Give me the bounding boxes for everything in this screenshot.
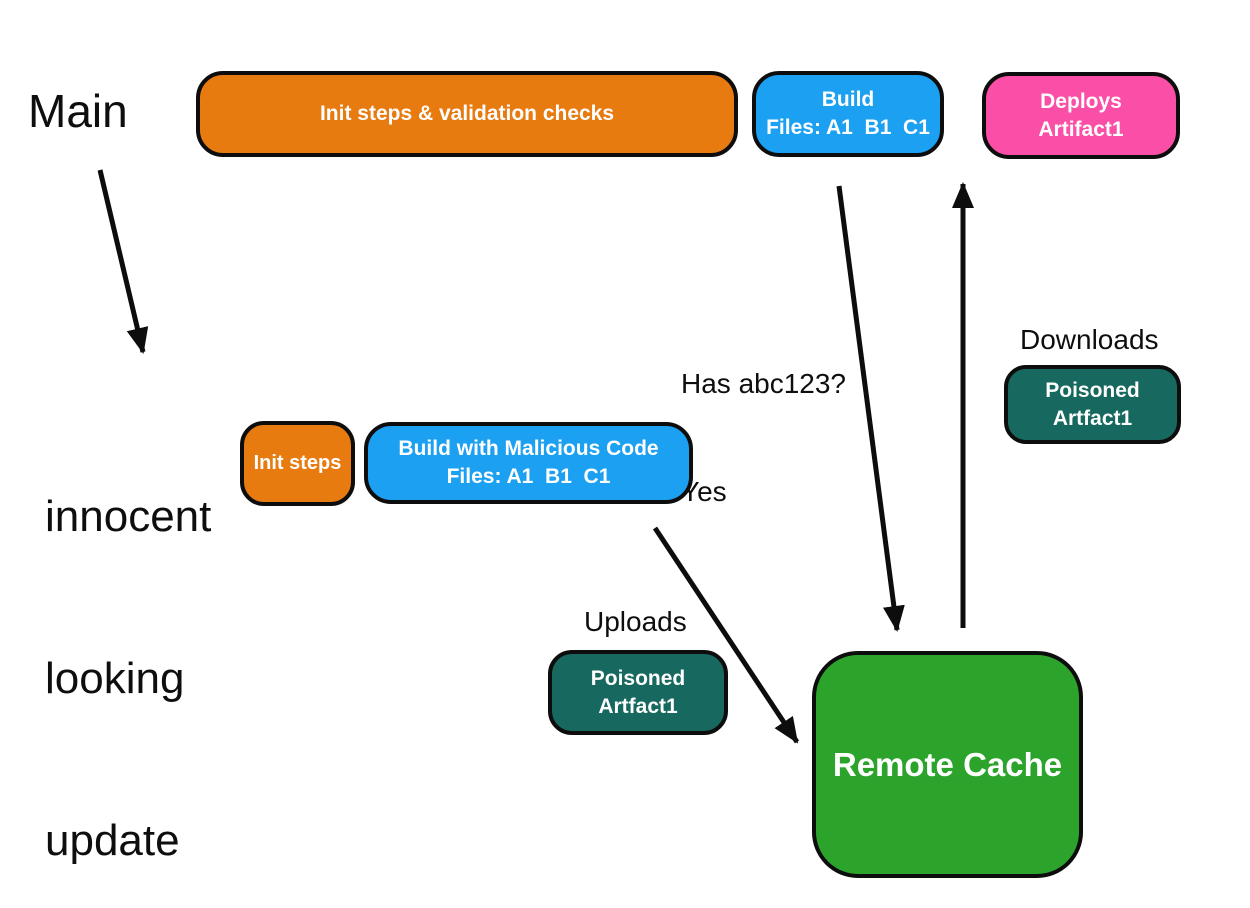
node-build-malicious-label-line1: Build with Malicious Code bbox=[398, 437, 659, 461]
node-poisoned-artifact-upload: Poisoned Artfact1 bbox=[548, 650, 728, 735]
build-to-remote-cache-arrow bbox=[836, 185, 905, 632]
node-deploys-label-line2: Artifact1 bbox=[1038, 117, 1124, 141]
node-init-validation-checks: Init steps & validation checks bbox=[196, 71, 738, 157]
main-to-update-arrow bbox=[97, 169, 149, 354]
node-build-label-line2: Files: A1 B1 C1 bbox=[766, 116, 930, 139]
node-build: Build Files: A1 B1 C1 bbox=[752, 71, 944, 157]
node-remote-cache: Remote Cache bbox=[812, 651, 1083, 878]
main-branch-label: Main bbox=[28, 85, 128, 137]
node-poisoned-upload-label-line2: Artfact1 bbox=[598, 694, 678, 718]
node-init-validation-checks-label: Init steps & validation checks bbox=[319, 102, 615, 126]
innocent-update-line1: innocent bbox=[45, 492, 212, 541]
node-build-label-line1: Build bbox=[821, 88, 875, 112]
innocent-update-line2: looking bbox=[45, 654, 185, 703]
downloads-label: Downloads bbox=[1020, 324, 1159, 355]
node-poisoned-download-label-line2: Artfact1 bbox=[1052, 406, 1133, 430]
cache-query-label: Has abc123? Yes bbox=[681, 294, 846, 582]
node-remote-cache-label: Remote Cache bbox=[832, 745, 1063, 783]
node-build-with-malicious-code: Build with Malicious Code Files: A1 B1 C… bbox=[364, 422, 693, 504]
node-poisoned-upload-label-line1: Poisoned bbox=[590, 666, 686, 690]
innocent-update-label: innocent looking update bbox=[45, 382, 211, 908]
malicious-build-to-remote-cache-arrow bbox=[652, 526, 800, 744]
node-poisoned-artifact-download: Poisoned Artfact1 bbox=[1004, 365, 1181, 444]
node-poisoned-download-label-line1: Poisoned bbox=[1045, 378, 1140, 402]
cache-query-line2: Yes bbox=[681, 476, 727, 507]
node-init-steps-label: Init steps bbox=[253, 452, 342, 475]
node-deploys-artifact1: Deploys Artifact1 bbox=[982, 72, 1180, 159]
uploads-label: Uploads bbox=[584, 606, 687, 637]
cache-query-line1: Has abc123? bbox=[681, 368, 847, 399]
node-init-steps: Init steps bbox=[240, 421, 355, 506]
node-deploys-label-line1: Deploys bbox=[1040, 89, 1122, 113]
node-build-malicious-label-line2: Files: A1 B1 C1 bbox=[446, 465, 611, 488]
innocent-update-line3: update bbox=[45, 816, 180, 865]
